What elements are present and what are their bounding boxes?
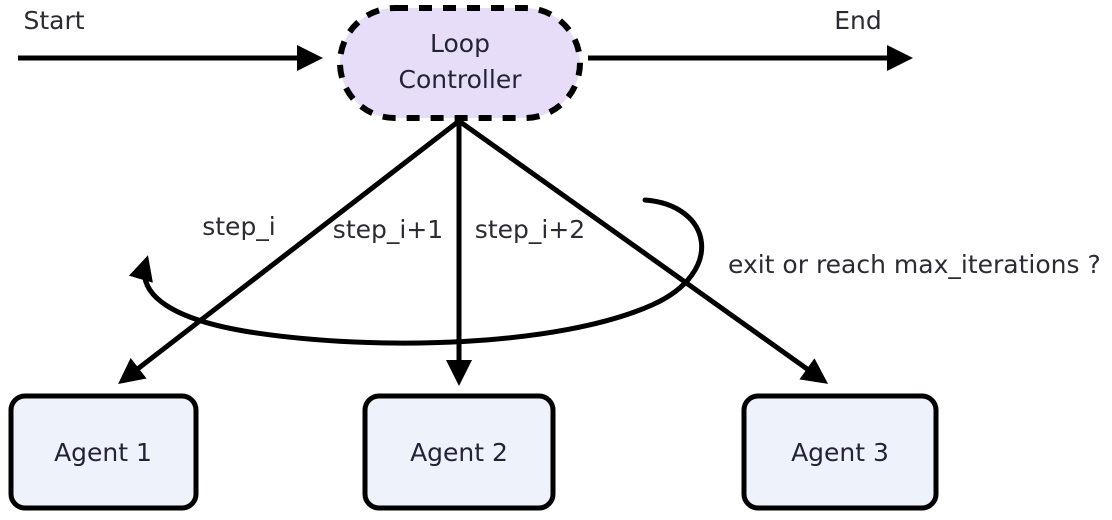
arrow-controller-to-agent1 xyxy=(118,119,461,385)
arrow-controller-to-agent3 xyxy=(457,118,829,384)
agent-1-node[interactable] xyxy=(8,393,199,511)
loop-controller-label-line1: Loop xyxy=(430,29,490,58)
loopback-curve-arrow xyxy=(128,197,705,346)
agent-2-label: Agent 2 xyxy=(410,438,508,467)
agent-1-label: Agent 1 xyxy=(54,438,152,467)
edge-label-step-i: step_i xyxy=(202,212,276,241)
agent-3-node[interactable] xyxy=(741,393,939,511)
loop-condition-label: exit or reach max_iterations ? xyxy=(728,250,1101,279)
start-label: Start xyxy=(23,6,84,35)
loop-controller-node[interactable] xyxy=(337,5,583,121)
end-label: End xyxy=(834,6,882,35)
agent-3-label: Agent 3 xyxy=(791,438,889,467)
edge-label-step-i-plus-2: step_i+2 xyxy=(475,215,585,244)
loop-controller-label-line2: Controller xyxy=(399,65,523,94)
agent-2-node[interactable] xyxy=(362,393,556,511)
edge-label-step-i-plus-1: step_i+1 xyxy=(333,215,443,244)
